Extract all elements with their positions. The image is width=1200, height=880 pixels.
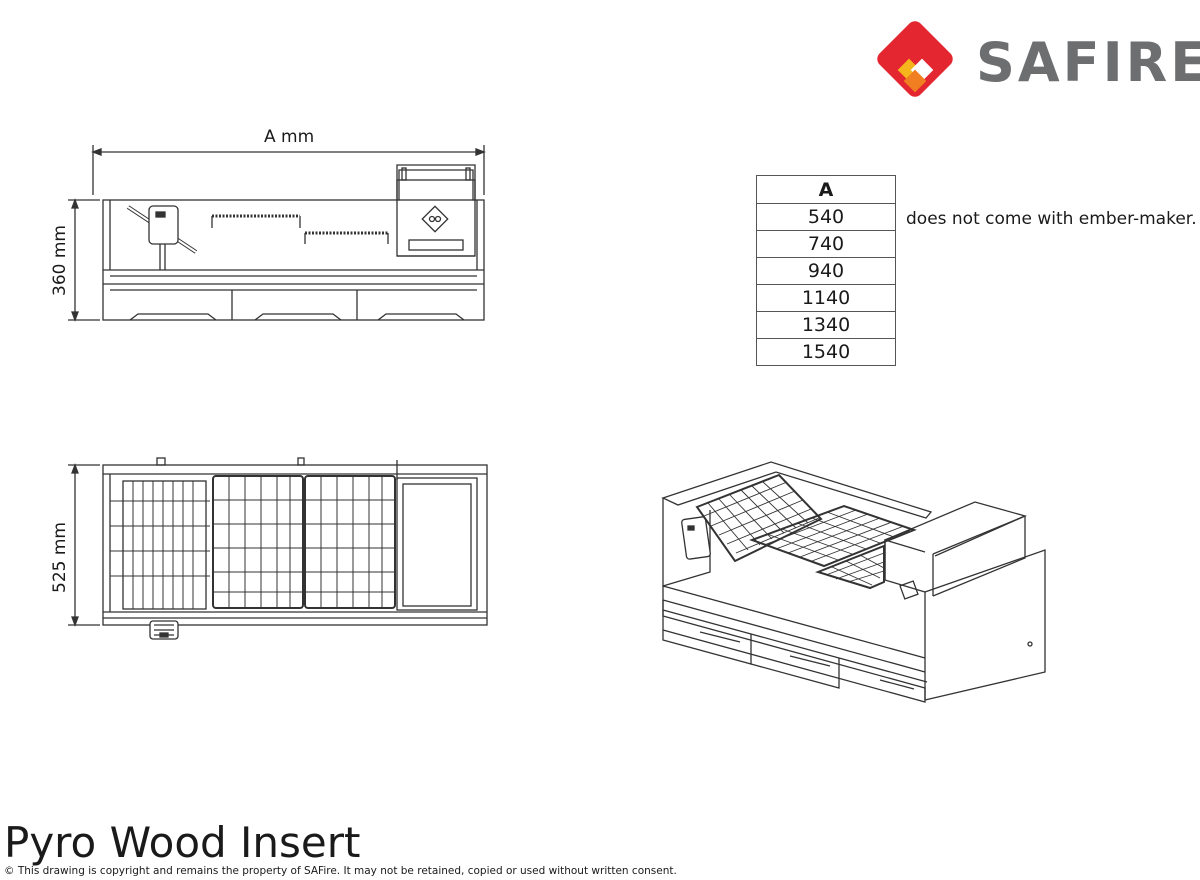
height-dimension-label: 360 mm [50, 225, 70, 296]
depth-dimension-label: 525 mm [50, 522, 70, 593]
product-title: Pyro Wood Insert [4, 818, 361, 867]
size-table: A 540 740 940 1140 1340 1540 [756, 175, 896, 366]
size-table-header: A [756, 175, 896, 204]
size-table-row: 1140 [756, 284, 896, 312]
size-table-row: 740 [756, 230, 896, 258]
width-dimension-label: A mm [264, 127, 315, 147]
size-table-row: 1340 [756, 311, 896, 339]
front-elevation [68, 145, 486, 322]
size-table-row: 540 [756, 203, 896, 231]
isometric-view [661, 461, 1046, 703]
size-table-row: 940 [756, 257, 896, 285]
size-table-row: 1540 [756, 338, 896, 366]
logo-wordmark: SAFIRE [976, 31, 1200, 94]
copyright-footer: © This drawing is copyright and remains … [4, 865, 677, 877]
size-note: does not come with ember-maker. [906, 209, 1197, 229]
plan-view [68, 457, 488, 640]
